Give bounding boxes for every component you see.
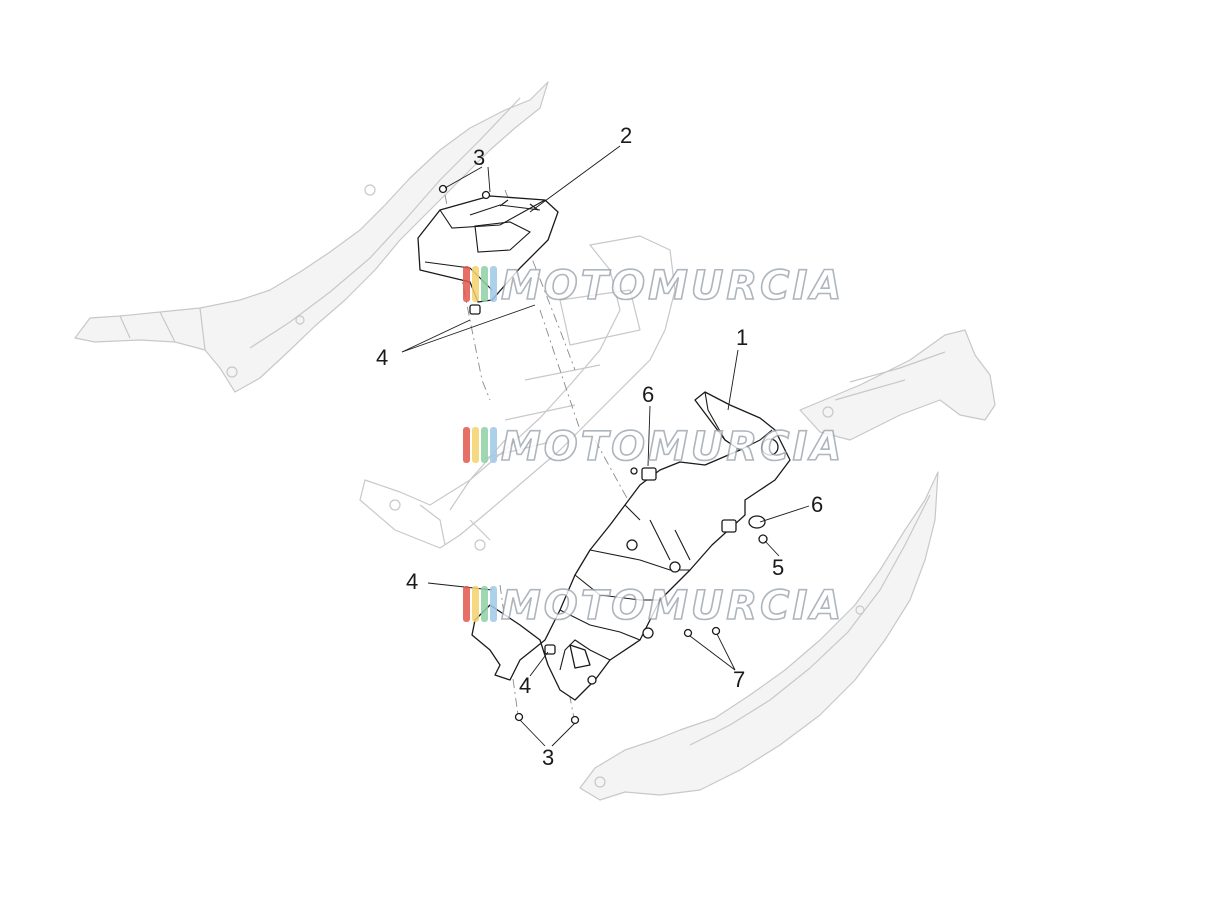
watermark-top: MOTOMURCIA xyxy=(463,262,844,310)
watermark-stripe xyxy=(481,266,488,302)
callout-5: 5 xyxy=(772,555,784,580)
callout-labels: 2 3 4 1 6 6 5 4 4 7 3 xyxy=(376,123,823,770)
callout-4-left: 4 xyxy=(406,569,418,594)
left-side-fairing-ghost xyxy=(74,81,549,393)
clip-4a xyxy=(469,304,481,315)
clip-6b xyxy=(721,519,737,533)
screw-6a xyxy=(630,467,638,475)
hardware-parts xyxy=(469,304,768,725)
watermark-stripe xyxy=(463,586,470,622)
part-1-rear-mudguard xyxy=(471,391,791,701)
part-2-upper-cover xyxy=(417,184,559,303)
callout-1: 1 xyxy=(736,325,748,350)
watermark-text: MOTOMURCIA xyxy=(501,583,844,629)
right-side-fairing-ghost xyxy=(579,471,939,801)
callout-3-bottom: 3 xyxy=(542,745,554,770)
watermark-bottom: MOTOMURCIA xyxy=(463,582,844,630)
callout-6-upper: 6 xyxy=(642,382,654,407)
callout-4-lower: 4 xyxy=(519,673,531,698)
watermark-stripe xyxy=(490,427,497,463)
screw-7a xyxy=(683,628,693,638)
watermark-stripe xyxy=(481,586,488,622)
watermark-text: MOTOMURCIA xyxy=(501,263,844,309)
watermark-middle: MOTOMURCIA xyxy=(463,423,844,471)
watermark-stripe xyxy=(481,427,488,463)
watermark-stripe xyxy=(472,266,479,302)
watermark-stripe xyxy=(490,586,497,622)
callout-7: 7 xyxy=(733,667,745,692)
clip-6a xyxy=(641,467,657,481)
watermark-stripe xyxy=(472,586,479,622)
grommet-6b xyxy=(748,515,766,529)
watermark-stripe xyxy=(463,427,470,463)
watermark-stripe xyxy=(472,427,479,463)
callout-6-right: 6 xyxy=(811,492,823,517)
passenger-footrest-ghost xyxy=(799,329,996,441)
screw-7b xyxy=(711,626,721,636)
watermark-stripe xyxy=(463,266,470,302)
clip-4c xyxy=(544,644,556,655)
screw-3c xyxy=(514,712,524,722)
callout-2: 2 xyxy=(620,123,632,148)
watermark-stripe xyxy=(490,266,497,302)
callout-3-top: 3 xyxy=(473,145,485,170)
screw-3d xyxy=(570,715,580,725)
watermark-text: MOTOMURCIA xyxy=(501,424,844,470)
callout-4-top: 4 xyxy=(376,345,388,370)
